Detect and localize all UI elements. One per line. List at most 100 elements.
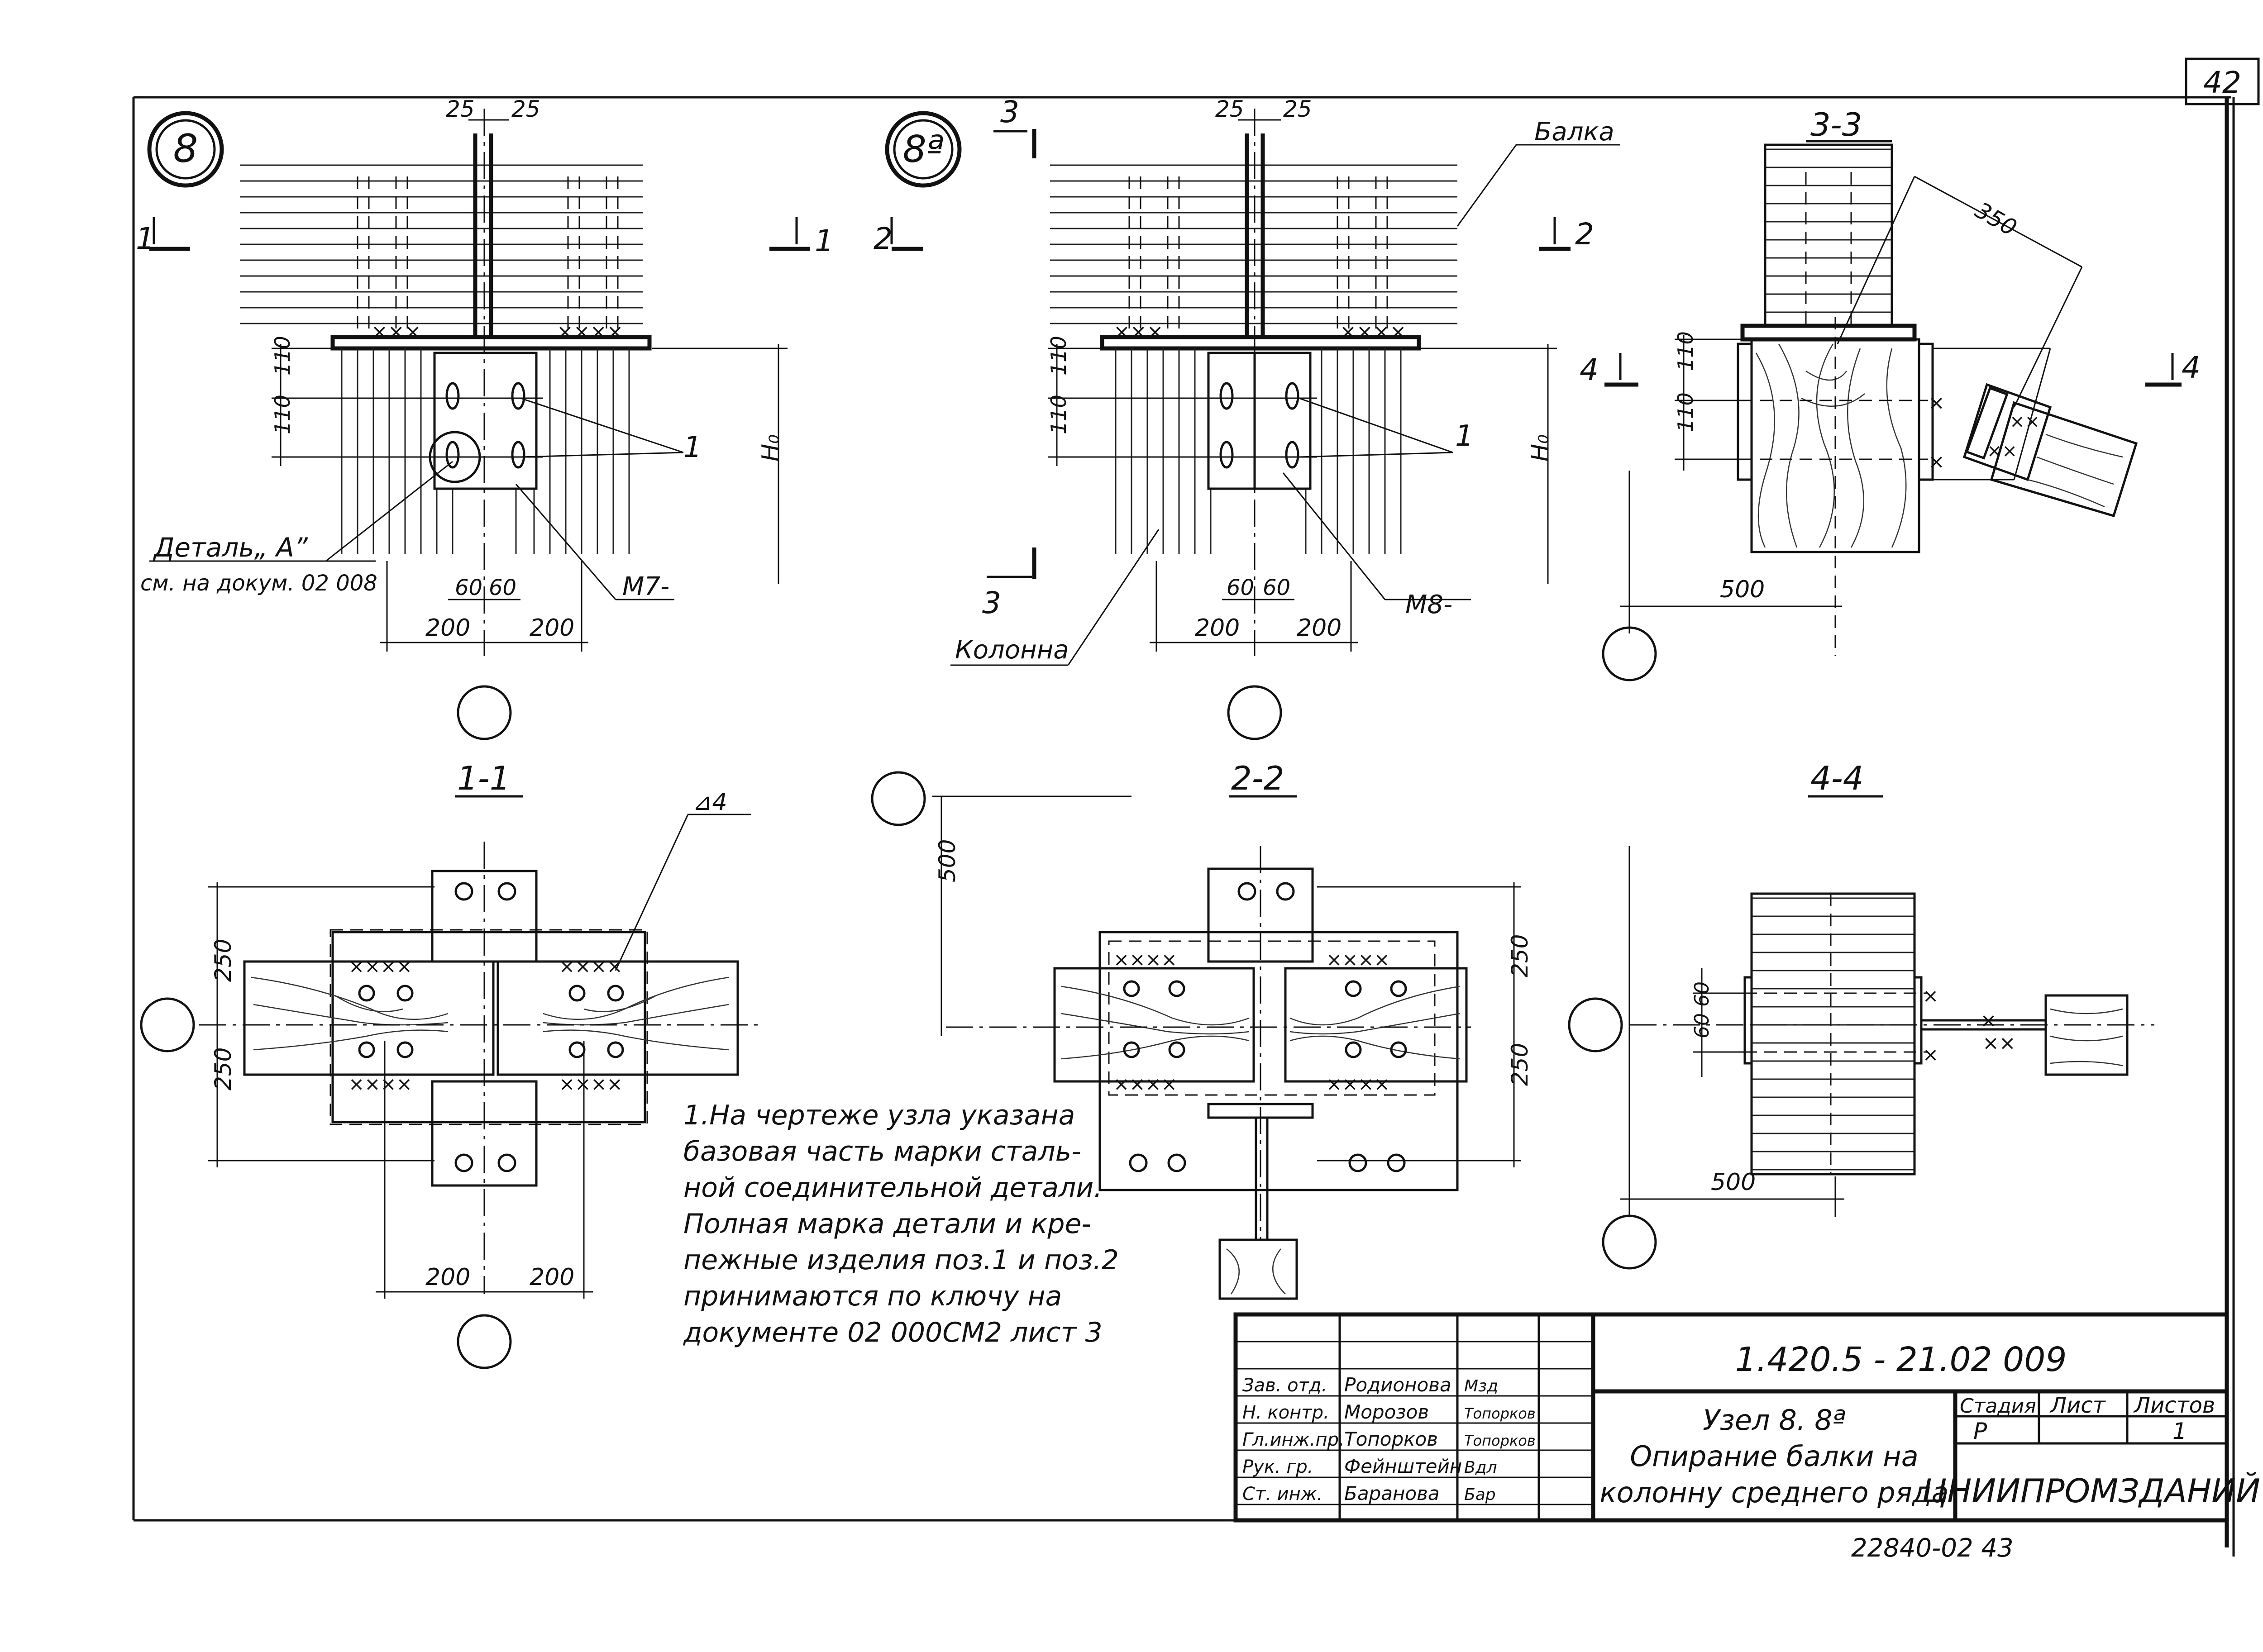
svg-text:××××: ×××× [1113,948,1177,971]
organization: ЦНИИПРОМЗДАНИЙ [1922,1472,2260,1510]
sig-name: Морозов [1344,1401,1429,1423]
svg-text:××××: ×××× [559,955,623,977]
beam-hatch-8 [240,164,643,324]
svg-text:2: 2 [1575,217,1594,252]
svg-text:××: ×× [1987,441,2017,462]
note-line: пежные изделия поз.1 и поз.2 [683,1244,1119,1276]
column-hatch-4-4 [1752,897,1914,1171]
svg-text:110: 110 [1046,395,1071,434]
svg-text:110: 110 [270,395,295,434]
svg-text:500: 500 [934,839,960,882]
svg-text:500: 500 [1720,576,1765,603]
svg-text:60: 60 [489,575,516,600]
label-beam: Балка [1534,117,1614,147]
svg-text:200: 200 [1195,614,1240,642]
svg-text:1: 1 [683,431,702,464]
section-title-1-1: 1-1 [457,759,511,797]
sig-role: Рук. гр. [1242,1457,1313,1477]
sig-sign: Топорков [1464,1432,1536,1449]
svg-text:4: 4 [1580,352,1599,387]
section-title-3-3: 3-3 [1810,106,1862,143]
section-title-2-2: 2-2 [1231,759,1284,797]
svg-text:××××: ×××× [559,1073,623,1095]
svg-text:×: × [1980,1009,1997,1032]
beam-hatch-3-3 [1765,148,1892,313]
svg-text:25: 25 [1215,96,1244,122]
svg-text:×: × [1928,391,1945,414]
sig-sign: Бар [1464,1485,1496,1504]
stage-value: Р [1973,1418,1987,1444]
svg-text:××××: ×××× [1113,1073,1177,1095]
svg-text:500: 500 [1711,1169,1756,1196]
sig-role: Ст. инж. [1242,1484,1323,1504]
svg-text:110: 110 [1673,331,1698,371]
svg-text:3: 3 [1000,95,1019,129]
title-line: колонну среднего ряда [1599,1476,1948,1509]
notes-block: 1.На чертеже узла указана базовая часть … [683,1100,1119,1348]
sig-name: Баранова [1344,1482,1440,1504]
node-marker-8a: 8ª [903,128,944,171]
svg-text:М7-: М7- [622,572,669,601]
title-block: Зав. отд. Родионова Мзд Н. контр. Морозо… [1233,1312,2260,1523]
svg-text:110: 110 [1046,336,1071,376]
note-line: документе 02 000СМ2 лист 3 [683,1317,1103,1348]
svg-text:250: 250 [210,1047,236,1090]
svg-text:3: 3 [982,586,1001,620]
svg-text:×: × [1928,450,1945,473]
sig-role: Н. контр. [1242,1402,1329,1423]
svg-text:×: × [1923,1043,1938,1066]
sig-sign: Вдл [1464,1458,1497,1477]
svg-text:25: 25 [1283,96,1312,122]
svg-text:250: 250 [1507,1043,1533,1086]
column-hatch-8 [341,348,630,554]
svg-text:60: 60 [1690,1013,1714,1038]
svg-text:H₀: H₀ [757,434,784,462]
svg-text:2: 2 [874,221,893,256]
view-node-8a: 8ª ××× ×××× [874,95,1620,740]
note-line: Полная марка детали и кре- [683,1208,1091,1240]
svg-text:××: ×× [2010,411,2040,432]
svg-text:××××: ×××× [557,320,623,343]
svg-text:4: 4 [2182,350,2201,385]
svg-text:60: 60 [1690,981,1714,1007]
node-marker-8: 8 [173,126,198,171]
svg-text:М8-: М8- [1405,590,1452,619]
title-line: Узел 8. 8ª [1703,1404,1846,1437]
svg-text:××××: ×××× [349,955,412,977]
svg-text:H₀: H₀ [1527,434,1554,462]
sheets-header: Листов [2133,1393,2215,1418]
svg-text:200: 200 [530,614,574,642]
svg-text:××: ×× [1982,1032,2016,1055]
svg-text:110: 110 [270,336,295,376]
sig-name: Фейнштейн [1344,1455,1462,1477]
title-line: Опирание балки на [1630,1440,1919,1473]
section-title-4-4: 4-4 [1810,759,1864,797]
svg-text:××××: ×××× [349,1073,412,1095]
svg-text:1: 1 [1455,419,1474,453]
svg-text:25: 25 [446,96,475,122]
sheet-number: 42 [2203,65,2241,100]
svg-text:60: 60 [1227,575,1254,600]
svg-text:250: 250 [210,939,236,982]
sheets-total: 1 [2172,1418,2187,1444]
svg-text:200: 200 [530,1264,574,1291]
sig-name: Топорков [1344,1428,1438,1450]
svg-text:×: × [1923,985,1938,1007]
section-4-4: 4-4 × × × ×× [1568,759,2154,1270]
svg-text:200: 200 [425,614,470,642]
svg-text:60: 60 [1263,575,1290,600]
svg-text:⊿4: ⊿4 [692,789,727,816]
sig-name: Родионова [1344,1374,1451,1396]
note-line: базовая часть марки сталь- [683,1136,1081,1167]
svg-text:250: 250 [1507,934,1533,977]
sheet-frame: 42 [132,57,2260,1557]
archive-stamp: 22840-02 43 [1851,1533,2014,1563]
svg-text:350: 350 [1971,197,2021,241]
svg-text:××××: ×××× [1340,320,1406,343]
sig-sign: Мзд [1464,1377,1498,1395]
svg-text:25: 25 [511,96,540,122]
detail-callout: Деталь„ А” [153,532,308,563]
svg-text:110: 110 [1673,392,1698,432]
sig-sign: Топорков [1464,1405,1536,1422]
